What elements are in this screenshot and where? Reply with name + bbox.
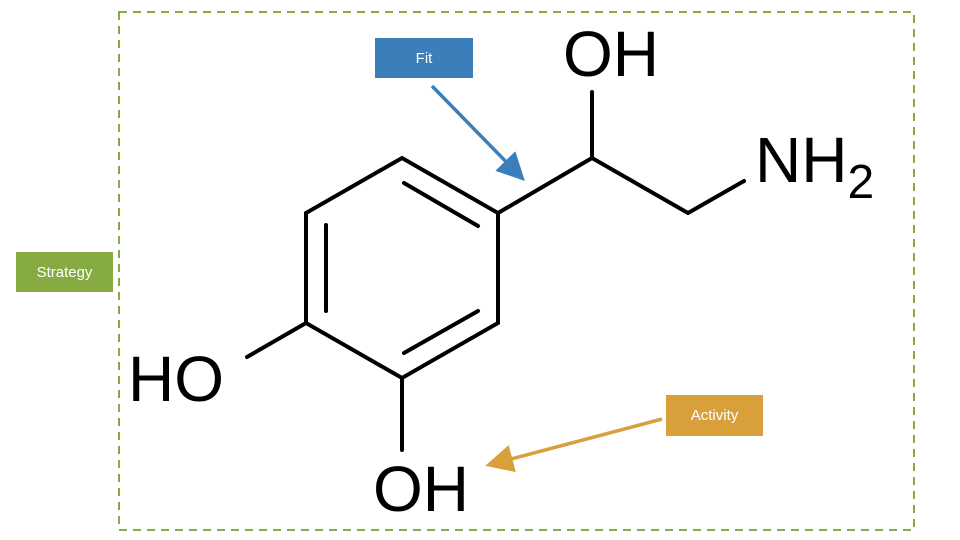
- fit-label: Fit: [375, 38, 473, 78]
- atom-nh-subscript: 2: [847, 156, 875, 209]
- atom-nh: NH: [755, 124, 848, 196]
- strategy-frame: [118, 11, 915, 531]
- fit-arrow: [430, 84, 525, 182]
- activity-arrow: [485, 417, 663, 473]
- atom-ho-left: HO: [128, 343, 224, 415]
- atom-oh-bottom: OH: [373, 453, 469, 525]
- atom-nh2: NH2: [755, 128, 874, 207]
- activity-label: Activity: [666, 395, 763, 436]
- atom-oh-top: OH: [563, 18, 659, 90]
- strategy-label: Strategy: [16, 252, 113, 292]
- molecule-bonds: [245, 90, 746, 452]
